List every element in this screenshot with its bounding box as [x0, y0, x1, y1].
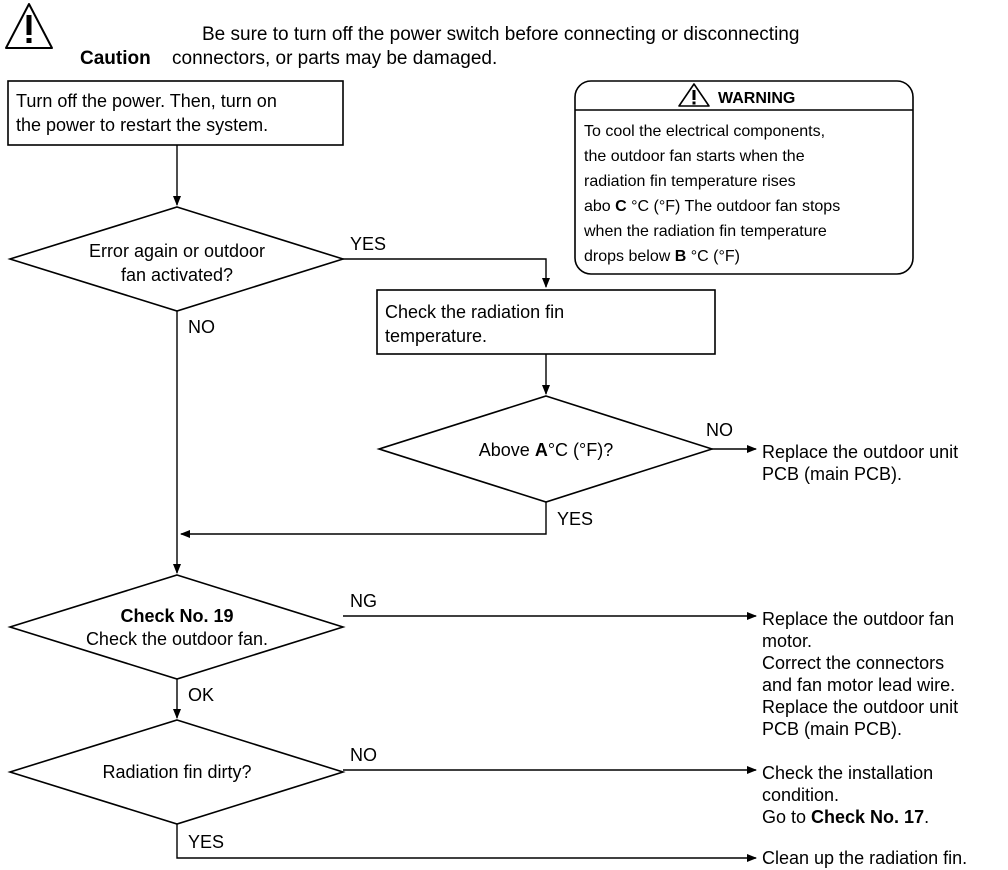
decision-error-again — [7, 206, 346, 312]
label-d3-ng: NG — [350, 591, 377, 611]
decision-above-a-text: Above A°C (°F)? — [479, 440, 613, 460]
warning-line3: radiation fin temperature rises — [584, 173, 796, 190]
caution-text-line2: connectors, or parts may be damaged. — [172, 48, 497, 69]
warning-line2: the outdoor fan starts when the — [584, 148, 805, 165]
caution-label: Caution — [80, 48, 151, 69]
result-install-line3: Go to Check No. 17. — [762, 807, 929, 827]
label-d2-yes: YES — [557, 509, 593, 529]
label-d1-yes: YES — [350, 234, 386, 254]
label-d2-no: NO — [706, 420, 733, 440]
result-fan-line4: and fan motor lead wire. — [762, 675, 955, 695]
result-fan-line2: motor. — [762, 631, 812, 651]
check-temp-line2: temperature. — [385, 326, 487, 346]
warning-icon — [678, 83, 710, 107]
connector-d4-yes — [176, 824, 757, 862]
decision-check-fan — [7, 574, 346, 680]
connector-d1-yes — [343, 258, 550, 288]
result-fan-line3: Correct the connectors — [762, 653, 944, 673]
check-temp-line1: Check the radiation fin — [385, 302, 564, 322]
result-install-line2: condition. — [762, 785, 839, 805]
label-d4-yes: YES — [188, 832, 224, 852]
result-install-line1: Check the installation — [762, 763, 933, 783]
warning-line1: To cool the electrical components, — [584, 123, 825, 140]
label-d1-no: NO — [188, 317, 215, 337]
decision-error-again-line1: Error again or outdoor — [89, 241, 265, 261]
check-temp-box — [376, 289, 716, 355]
warning-line4: abo C °C (°F) The outdoor fan stops — [584, 198, 840, 215]
restart-step-box — [7, 80, 344, 146]
result-fan-line1: Replace the outdoor fan — [762, 609, 954, 629]
warning-title: WARNING — [718, 90, 795, 107]
decision-check-fan-line1: Check No. 19 — [120, 606, 233, 626]
warning-box — [574, 80, 914, 275]
connector-d2-yes — [180, 502, 547, 538]
decision-error-again-line2: fan activated? — [121, 265, 233, 285]
label-d4-no: NO — [350, 745, 377, 765]
label-d3-ok: OK — [188, 685, 214, 705]
result-fan-line5: Replace the outdoor unit — [762, 697, 958, 717]
restart-step-line1: Turn off the power. Then, turn on — [16, 91, 277, 111]
decision-check-fan-line2: Check the outdoor fan. — [86, 629, 268, 649]
result-clean: Clean up the radiation fin. — [762, 848, 967, 868]
caution-text-line1: Be sure to turn off the power switch bef… — [202, 24, 799, 45]
decision-fin-dirty-text: Radiation fin dirty? — [102, 762, 251, 782]
caution-icon — [5, 3, 53, 49]
result-replace-pcb-line2: PCB (main PCB). — [762, 464, 902, 484]
result-fan-line6: PCB (main PCB). — [762, 719, 902, 739]
result-replace-pcb-line1: Replace the outdoor unit — [762, 442, 958, 462]
warning-line6: drops below B °C (°F) — [584, 248, 740, 265]
warning-line5: when the radiation fin temperature — [583, 223, 827, 240]
restart-step-line2: the power to restart the system. — [16, 115, 268, 135]
